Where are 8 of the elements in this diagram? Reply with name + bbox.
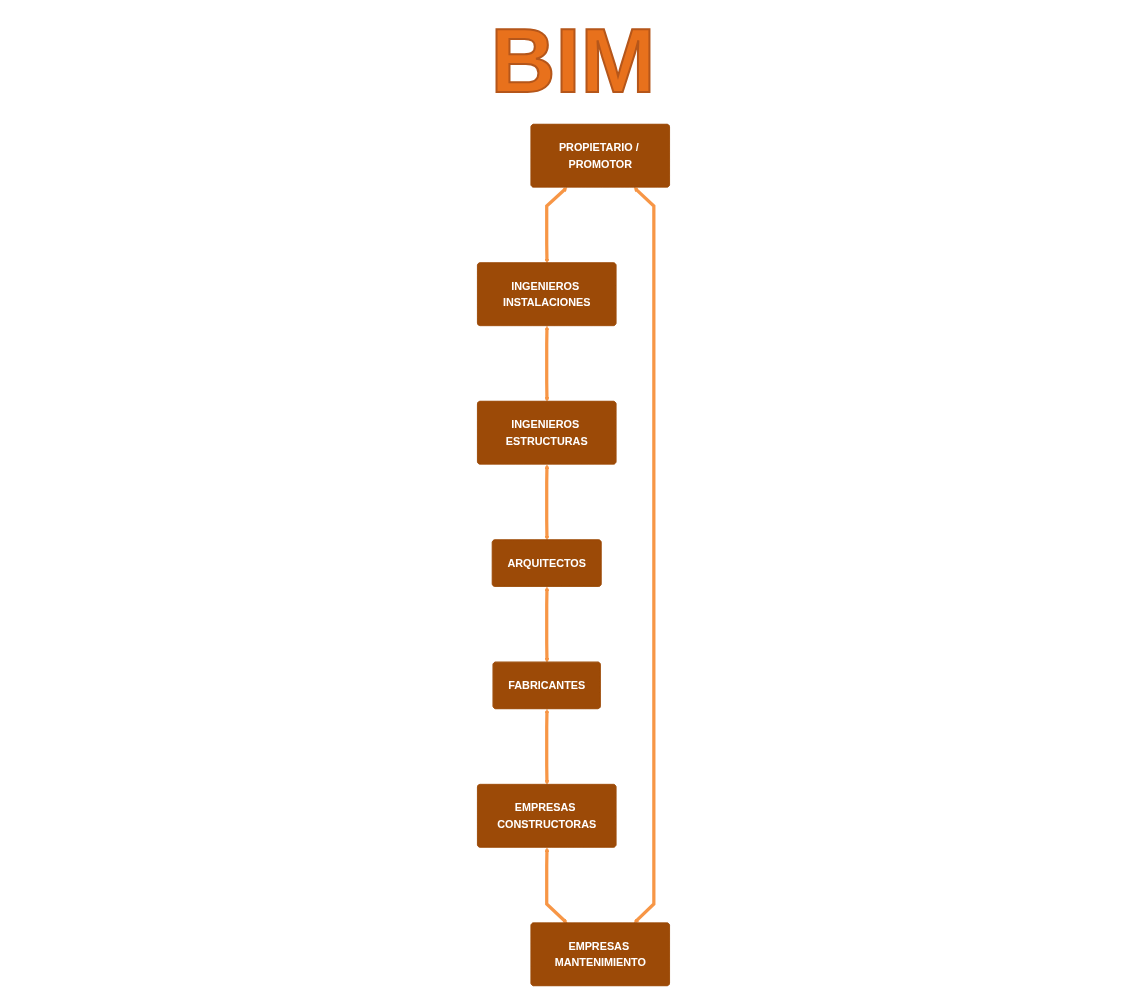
arrow <box>544 586 549 663</box>
arrow <box>544 708 549 785</box>
title: BIM <box>490 10 656 113</box>
arrow <box>544 464 549 541</box>
arrow <box>633 187 655 924</box>
arrow <box>544 187 567 264</box>
arrow <box>544 325 549 402</box>
arrow <box>544 847 567 924</box>
